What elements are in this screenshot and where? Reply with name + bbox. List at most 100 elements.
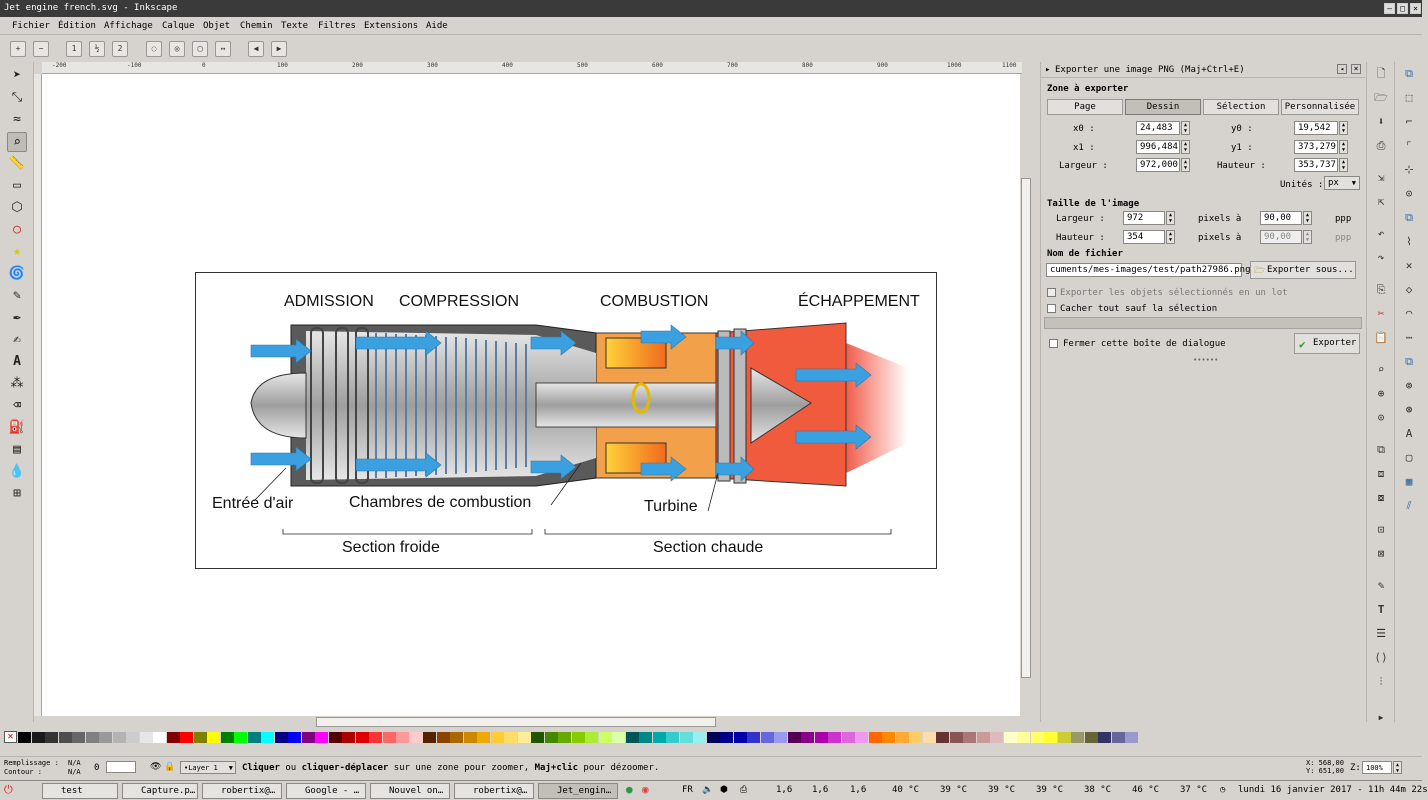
tab-dessin[interactable]: Dessin <box>1125 99 1201 115</box>
color-swatch[interactable] <box>463 732 477 743</box>
ellipse-tool-icon[interactable]: ○ <box>13 222 21 237</box>
color-swatch[interactable] <box>922 732 936 743</box>
calligraphy-tool-icon[interactable]: ✍ <box>13 332 21 347</box>
group-icon[interactable]: ⊡ <box>1377 523 1385 536</box>
color-swatch[interactable] <box>625 732 639 743</box>
star-tool-icon[interactable]: ★ <box>13 244 21 259</box>
xml-editor-icon[interactable]: ⟨⟩ <box>1374 651 1388 664</box>
color-swatch[interactable] <box>895 732 909 743</box>
color-swatch[interactable] <box>58 732 72 743</box>
lock-icon[interactable]: 🔒 <box>164 762 176 772</box>
horizontal-scrollbar[interactable] <box>42 716 1032 728</box>
dpi-spinner[interactable]: ▲▼ <box>1303 211 1312 225</box>
snap-toggle-icon[interactable]: ⧉ <box>1405 67 1413 80</box>
more-arrow-icon[interactable]: ▶ <box>1378 713 1384 722</box>
color-swatch[interactable] <box>112 732 126 743</box>
units-select[interactable]: px ▼ <box>1324 176 1360 190</box>
undo-icon[interactable]: ↶ <box>1377 227 1385 240</box>
pen-tool-icon[interactable]: ✒ <box>13 310 21 325</box>
x1-spinner[interactable]: ▲▼ <box>1181 140 1190 154</box>
dropbox-icon[interactable]: ⬢ <box>720 785 728 795</box>
snap-baseline-icon[interactable]: A <box>1405 427 1413 440</box>
network-icon[interactable]: ● <box>626 783 633 796</box>
task-terminal-2[interactable]: robertix@… <box>454 783 534 799</box>
zoom-previous-icon[interactable]: ◀ <box>248 41 264 57</box>
zoom-selection-r-icon[interactable]: ⌕ <box>1377 363 1385 376</box>
color-swatch[interactable] <box>342 732 355 743</box>
zoom-out-icon[interactable]: − <box>33 41 49 57</box>
menu-aide[interactable]: Aide <box>426 21 448 31</box>
img-width-spinner[interactable]: ▲▼ <box>1166 211 1175 225</box>
task-new-tab[interactable]: Nouvel on… <box>370 783 450 799</box>
color-swatch[interactable] <box>558 732 571 743</box>
color-swatch[interactable] <box>814 732 828 743</box>
task-test[interactable]: test <box>42 783 118 799</box>
volume-icon[interactable]: 🔈 <box>702 785 714 795</box>
snap-bbox-midpoint-icon[interactable]: ⊹ <box>1404 163 1414 176</box>
color-swatch[interactable] <box>234 732 247 743</box>
clone-icon[interactable]: ⧈ <box>1377 467 1385 480</box>
color-swatch[interactable] <box>382 732 396 743</box>
color-swatch[interactable] <box>409 732 423 743</box>
x1-field[interactable]: 996,484 <box>1136 140 1180 154</box>
unlink-clone-icon[interactable]: ⧇ <box>1377 491 1385 504</box>
snap-midpoint-icon[interactable]: ⋯ <box>1405 331 1413 344</box>
panel-iconify-icon[interactable]: ◂ <box>1337 64 1347 74</box>
snap-bbox-center-icon[interactable]: ⊙ <box>1405 187 1413 200</box>
img-width-field[interactable]: 972 <box>1123 211 1165 225</box>
color-swatch[interactable] <box>1003 732 1017 743</box>
color-swatch[interactable] <box>828 732 841 743</box>
zoom-page-r-icon[interactable]: ⊙ <box>1377 411 1385 424</box>
color-swatch[interactable] <box>1044 732 1057 743</box>
color-swatch[interactable] <box>1030 732 1044 743</box>
width-spinner[interactable]: ▲▼ <box>1181 158 1190 172</box>
color-swatch[interactable] <box>288 732 301 743</box>
color-swatch[interactable] <box>274 732 288 743</box>
snap-cusp-icon[interactable]: ◇ <box>1405 283 1413 296</box>
dpi-field[interactable]: 90,00 <box>1260 211 1302 225</box>
color-swatch[interactable] <box>355 732 369 743</box>
ungroup-icon[interactable]: ⊠ <box>1377 547 1385 560</box>
color-swatch[interactable] <box>612 732 625 743</box>
color-swatch[interactable] <box>450 732 463 743</box>
color-swatch[interactable] <box>126 732 139 743</box>
color-swatch[interactable] <box>801 732 814 743</box>
opacity-field[interactable] <box>106 761 136 773</box>
zoom-page-width-icon[interactable]: ↔ <box>215 41 231 57</box>
color-swatch[interactable] <box>490 732 504 743</box>
snap-bbox-corner-icon[interactable]: ⌜ <box>1405 139 1413 152</box>
color-swatch[interactable] <box>1017 732 1030 743</box>
hide-checkbox[interactable] <box>1047 304 1056 313</box>
color-swatch[interactable] <box>193 732 207 743</box>
color-swatch[interactable] <box>517 732 531 743</box>
snap-center-icon[interactable]: ⊚ <box>1405 379 1413 392</box>
color-swatch[interactable] <box>166 732 180 743</box>
horizontal-scroll-thumb[interactable] <box>316 717 716 727</box>
maximize-button[interactable]: □ <box>1397 3 1408 14</box>
task-terminal-1[interactable]: robertix@… <box>202 783 282 799</box>
menu-fichier[interactable]: Fichier <box>12 21 50 31</box>
measure-tool-icon[interactable]: 📏 <box>8 156 26 171</box>
tab-page[interactable]: Page <box>1047 99 1123 115</box>
import-icon[interactable]: ⇲ <box>1377 171 1385 184</box>
color-swatch[interactable] <box>841 732 855 743</box>
color-swatch[interactable] <box>652 732 666 743</box>
keyboard-layout[interactable]: FR <box>682 785 693 795</box>
color-swatch[interactable] <box>220 732 234 743</box>
spiral-tool-icon[interactable]: 🌀 <box>8 266 26 281</box>
filename-field[interactable]: cuments/mes-images/test/path27986.png <box>1046 263 1250 277</box>
selector-tool-icon[interactable]: ➤ <box>13 68 21 83</box>
zoom-drawing-icon[interactable]: ◎ <box>169 41 185 57</box>
color-swatch[interactable] <box>423 732 436 743</box>
color-swatch[interactable] <box>1098 732 1111 743</box>
color-swatch[interactable] <box>504 732 517 743</box>
zoom-next-icon[interactable]: ▶ <box>271 41 287 57</box>
pencil-tool-icon[interactable]: ✎ <box>13 288 21 303</box>
gradient-tool-icon[interactable]: ▤ <box>13 442 21 457</box>
drawing-canvas[interactable]: ADMISSION COMPRESSION COMBUSTION ÉCHAPPE… <box>42 74 1020 716</box>
menu-chemin[interactable]: Chemin <box>240 21 273 31</box>
color-swatch[interactable] <box>72 732 85 743</box>
menu-edition[interactable]: Édition <box>58 21 96 31</box>
spray-tool-icon[interactable]: ⁂ <box>10 376 24 391</box>
color-swatch[interactable] <box>207 732 220 743</box>
